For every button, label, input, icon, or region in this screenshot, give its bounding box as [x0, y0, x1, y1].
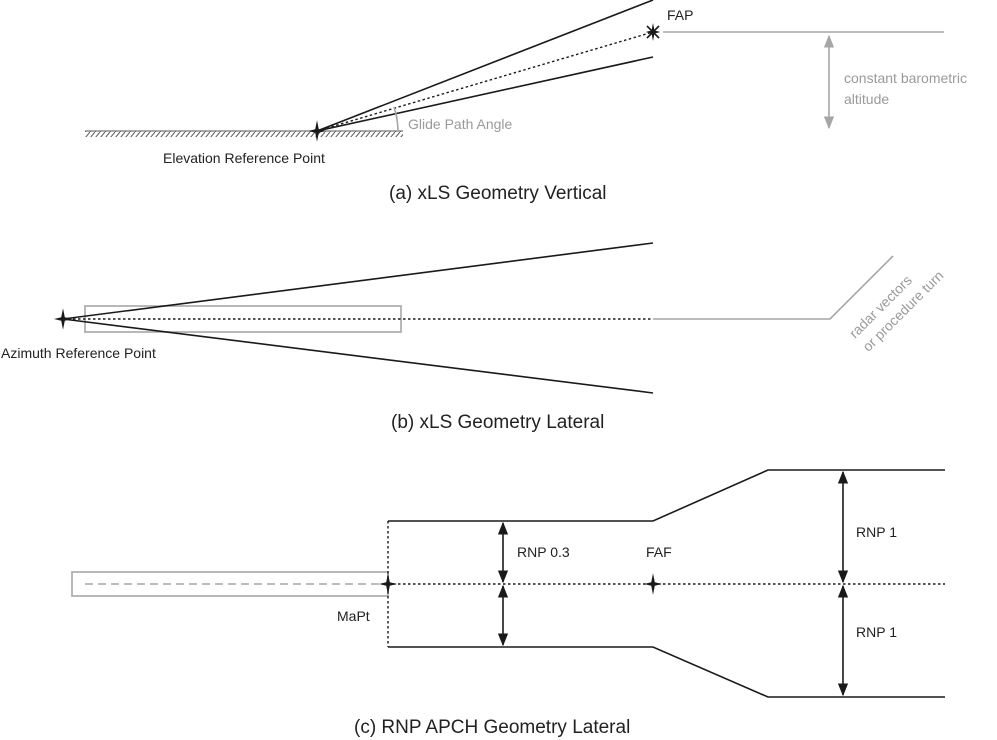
- rnp03-label: RNP 0.3: [517, 544, 570, 560]
- fap-label: FAP: [667, 7, 693, 23]
- glide-path-angle-label: Glide Path Angle: [408, 116, 513, 132]
- altitude-label-line1: constant barometric: [844, 70, 967, 86]
- panel-b-caption: (b) xLS Geometry Lateral: [391, 412, 604, 433]
- lower-lateral-limit-line: [62, 318, 654, 394]
- ground-hatch: [85, 131, 403, 137]
- panel-a-caption: (a) xLS Geometry Vertical: [389, 183, 607, 204]
- upper-vertical-limit-line: [316, 0, 654, 132]
- radar-vectors-path: [653, 255, 894, 320]
- upper-corridor-boundary: [388, 469, 945, 522]
- arp-label: Azimuth Reference Point: [1, 345, 156, 361]
- azimuth-reference-point-icon: [54, 308, 72, 330]
- glide-path-angle-arc: [393, 106, 399, 132]
- panel-c-rnp-geometry: RNP 0.3 FAF RNP 1 RNP 1 MaPt (c) RNP APC…: [71, 469, 945, 738]
- panel-a-vertical-geometry: FAP Glide Path Angle Elevation Reference…: [85, 0, 967, 204]
- lower-corridor-boundary: [388, 646, 945, 698]
- altitude-label-line2: altitude: [844, 91, 889, 107]
- panel-b-lateral-geometry: Azimuth Reference Point radar vectors or…: [1, 242, 947, 433]
- rnp1-lower-label: RNP 1: [856, 624, 897, 640]
- mapt-marker-icon: [379, 573, 397, 595]
- mapt-label: MaPt: [337, 608, 370, 624]
- glide-path-line: [316, 31, 654, 132]
- rnp1-upper-label: RNP 1: [856, 524, 897, 540]
- upper-lateral-limit-line: [62, 242, 654, 320]
- faf-marker-icon: [644, 573, 662, 595]
- lower-vertical-limit-line: [316, 56, 654, 132]
- panel-c-caption: (c) RNP APCH Geometry Lateral: [354, 717, 630, 738]
- fap-marker-icon: [645, 23, 661, 41]
- faf-label: FAF: [646, 544, 672, 560]
- erp-label: Elevation Reference Point: [163, 150, 325, 166]
- elevation-reference-point-icon: [308, 120, 326, 142]
